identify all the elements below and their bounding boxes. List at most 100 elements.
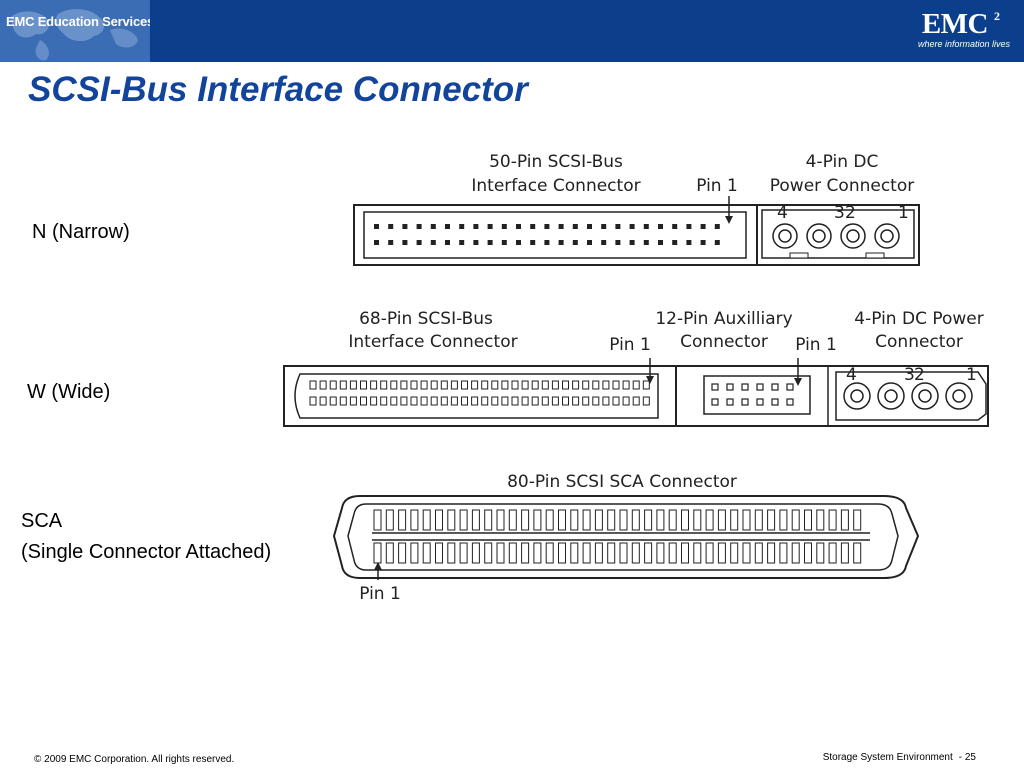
sca-pin <box>484 542 493 564</box>
narrow-power-connector: 4 3 2 1 <box>761 203 915 259</box>
sca-pin <box>853 542 862 564</box>
wide-pin <box>582 380 590 390</box>
wide-pin <box>380 396 388 406</box>
sca-pin <box>570 509 579 531</box>
narrow-bus-caption-line1: 50-Pin SCSI-Bus <box>489 152 623 172</box>
wide-pin <box>582 396 590 406</box>
narrow-pin <box>700 240 706 245</box>
narrow-pin <box>643 240 649 245</box>
wide-pin <box>632 396 640 406</box>
sca-pin <box>742 509 751 531</box>
aux-pin <box>741 383 749 391</box>
wide-aux-caption-line2: Connector <box>680 332 768 352</box>
wide-pin <box>430 380 438 390</box>
wide-pin <box>339 380 347 390</box>
narrow-pin <box>445 240 450 245</box>
narrow-connector-group: 50-Pin SCSI-Bus Interface Connector Pin … <box>353 152 920 266</box>
wide-connector-group: 68-Pin SCSI-Bus Interface Connector Pin … <box>283 309 989 427</box>
wide-pin <box>329 396 337 406</box>
footer-section-label: Storage System Environment <box>822 752 953 763</box>
wide-pin <box>430 396 438 406</box>
wide-pin <box>491 396 499 406</box>
narrow-pin <box>487 240 493 245</box>
sca-pin <box>459 509 468 531</box>
narrow-pin <box>459 224 465 229</box>
wide-pin <box>592 380 600 390</box>
wide-pin <box>612 396 620 406</box>
narrow-pin <box>601 224 607 229</box>
wide-pin <box>339 396 347 406</box>
wide-pin <box>319 380 327 390</box>
narrow-pin <box>700 224 706 229</box>
sca-pin1-label: Pin 1 <box>359 584 401 604</box>
power-pin-socket-inner <box>850 389 864 403</box>
power-key <box>865 252 885 259</box>
narrow-pin <box>402 224 408 229</box>
sca-pin <box>631 542 640 564</box>
narrow-pin <box>714 224 720 229</box>
narrow-pin <box>487 224 493 229</box>
wide-pin <box>319 396 327 406</box>
sca-pin <box>705 509 714 531</box>
education-services-banner: EMC Education Services <box>0 0 150 62</box>
wide-pin <box>511 396 519 406</box>
narrow-power-caption-line1: 4-Pin DC <box>806 152 879 172</box>
aux-pin <box>726 398 734 406</box>
sca-pin <box>767 509 776 531</box>
sca-pin <box>521 509 530 531</box>
narrow-pin-grid <box>374 224 720 245</box>
sca-pin <box>681 509 689 531</box>
sca-pin <box>779 542 788 564</box>
sca-pin <box>668 542 677 564</box>
wide-pin1-bus-label: Pin 1 <box>609 335 651 355</box>
wide-pin <box>572 396 580 406</box>
wide-pin <box>521 380 529 390</box>
sca-pin <box>496 509 505 531</box>
wide-pin <box>450 380 458 390</box>
sca-pin <box>471 542 480 564</box>
footer-copyright: © 2009 EMC Corporation. All rights reser… <box>34 754 235 765</box>
row-label-narrow: N (Narrow) <box>32 221 130 243</box>
wide-power-pin-3: 3 <box>904 365 915 385</box>
sca-pin-grid <box>373 509 862 564</box>
narrow-pin <box>572 224 578 229</box>
sca-pin <box>496 542 505 564</box>
sca-pin <box>767 542 776 564</box>
sca-pin <box>840 542 849 564</box>
narrow-pin <box>530 224 536 229</box>
narrow-pin <box>501 240 507 245</box>
wide-pin <box>309 396 317 406</box>
wide-pin <box>461 396 468 406</box>
wide-pin <box>501 396 509 406</box>
narrow-pin <box>501 224 507 229</box>
narrow-pin <box>374 240 379 245</box>
aux-pin <box>711 383 719 391</box>
wide-pin <box>390 380 398 390</box>
wide-pin <box>551 380 559 390</box>
narrow-pin <box>516 240 521 245</box>
power-pin-socket-inner <box>812 229 826 243</box>
aux-pin <box>726 383 734 391</box>
sca-pin <box>373 542 382 564</box>
wide-aux-connector <box>703 358 829 426</box>
wide-pin <box>501 380 509 390</box>
sca-pin <box>435 509 443 531</box>
aux-pin <box>771 383 779 391</box>
sca-pin <box>459 542 468 564</box>
wide-power-caption-line2: Connector <box>875 332 963 352</box>
wide-pin <box>481 380 489 390</box>
sca-pin <box>422 542 431 564</box>
sca-pin <box>594 542 603 564</box>
sca-pin <box>607 509 616 531</box>
narrow-pin <box>374 224 379 229</box>
sca-pin <box>607 542 616 564</box>
sca-pin <box>644 509 653 531</box>
world-map-icon <box>0 0 150 62</box>
sca-pin <box>422 509 431 531</box>
narrow-pin <box>416 224 422 229</box>
sca-pin <box>791 542 800 564</box>
wide-pin <box>380 380 388 390</box>
sca-pin <box>840 509 849 531</box>
narrow-pin <box>445 224 450 229</box>
sca-pin <box>742 542 751 564</box>
